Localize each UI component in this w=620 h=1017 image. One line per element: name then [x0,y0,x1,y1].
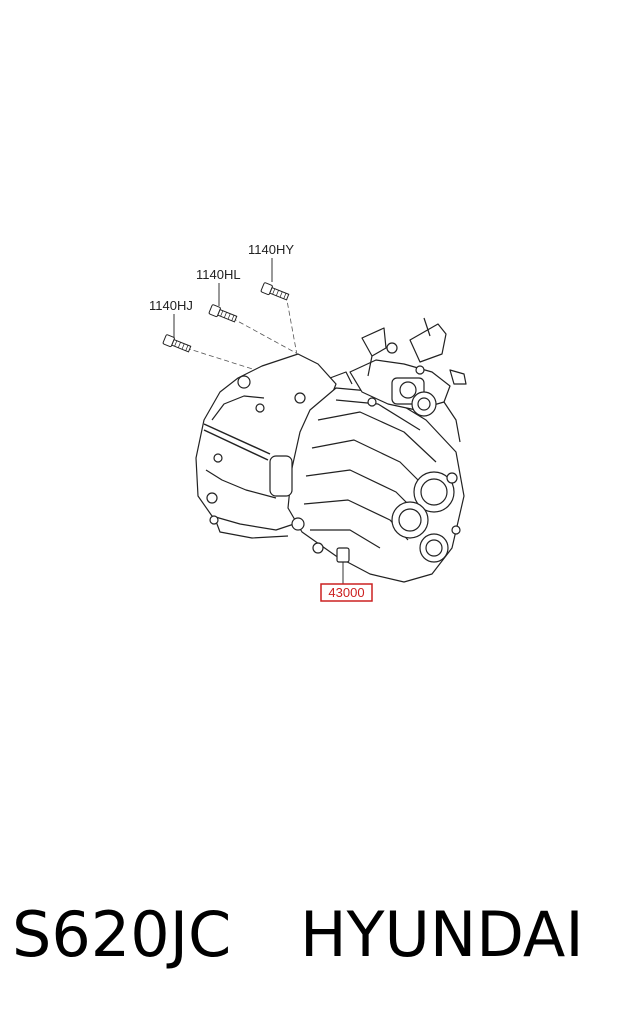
part-code: S620JC [12,898,232,971]
bolt-1140hy-icon[interactable] [260,282,290,301]
bolt-alignment-lines [185,294,298,373]
bolt-1140hl-icon[interactable] [208,304,238,323]
brand-name: HYUNDAI [300,898,584,971]
callout-1140hl[interactable]: 1140HL [196,267,241,282]
callout-43000[interactable]: 43000 [328,585,364,600]
bolt-1140hj-icon[interactable] [162,334,192,353]
callout-1140hy[interactable]: 1140HY [248,242,294,257]
callout-43000-box [320,583,373,602]
callout-1140hj[interactable]: 1140HJ [149,298,193,313]
leader-lines [173,258,344,584]
transmission-assembly-icon[interactable] [195,317,467,583]
